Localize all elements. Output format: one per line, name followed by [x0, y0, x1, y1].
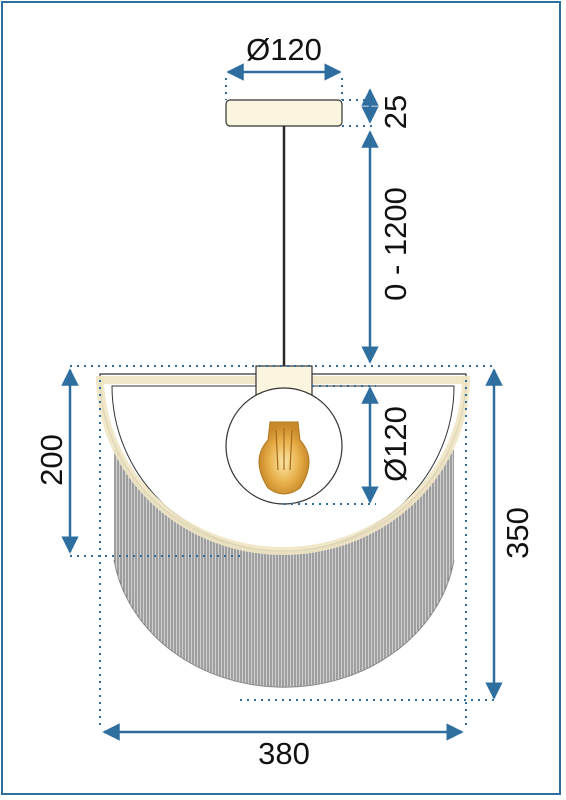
dimension-arrows: [61, 63, 503, 741]
bulb-diameter-label: Ø120: [378, 406, 413, 482]
total-width-label: 380: [258, 736, 310, 771]
extension-lines: [70, 78, 496, 730]
cable-length-label: 0 - 1200: [378, 187, 413, 301]
total-height-label: 350: [500, 507, 535, 559]
frame-height-label: 200: [34, 434, 69, 486]
canopy-height-label: 25: [378, 95, 413, 129]
canopy-diameter-label: Ø120: [246, 32, 322, 67]
light-bulb: [225, 387, 343, 505]
ceiling-canopy: [225, 99, 343, 127]
